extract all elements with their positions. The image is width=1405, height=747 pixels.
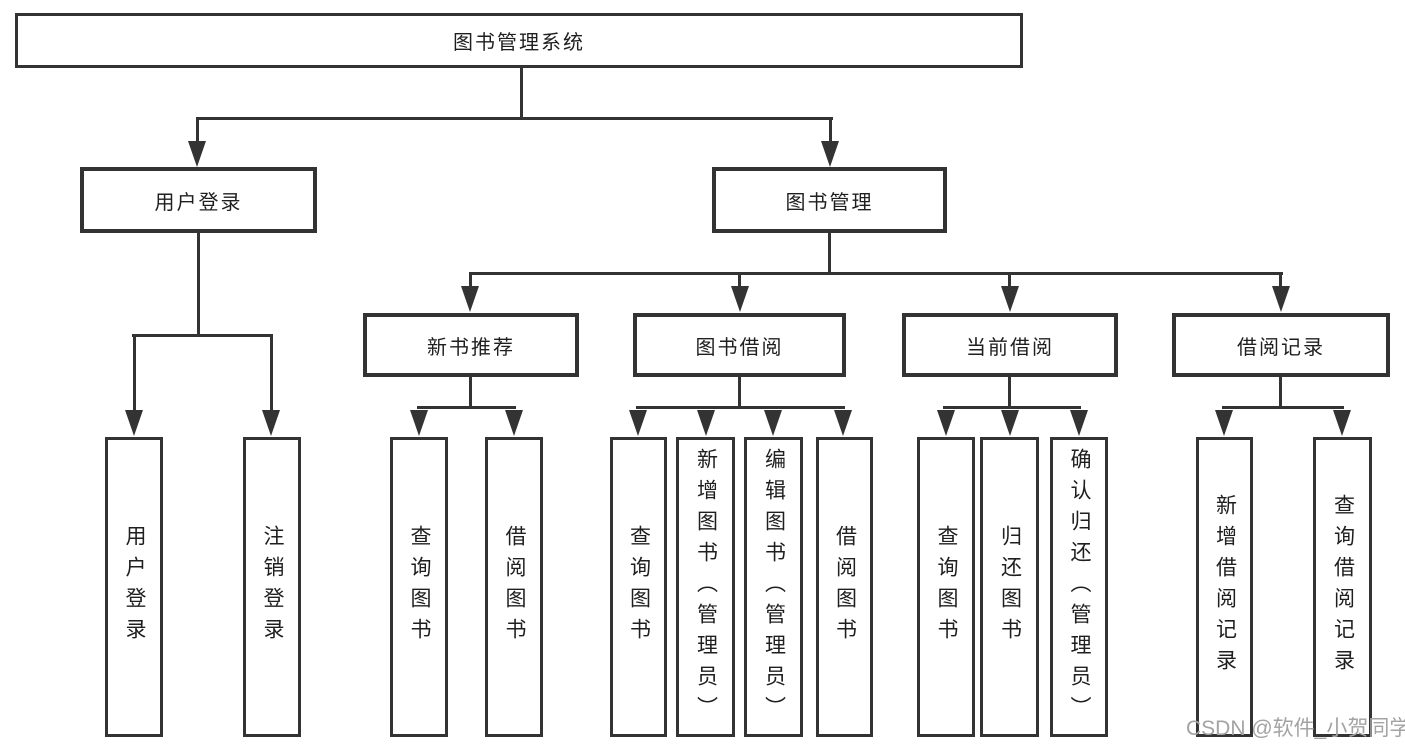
connector-line — [636, 406, 845, 409]
connector-line — [1008, 377, 1011, 408]
node-label: 借阅图书 — [833, 525, 857, 649]
node-leaf-borrow-books: 借阅图书 — [816, 437, 873, 737]
connector-line — [738, 377, 741, 408]
arrow-down-icon — [764, 410, 782, 436]
node-label: 编辑图书（管理员） — [762, 447, 786, 727]
connector-line — [520, 68, 523, 119]
connector-line — [270, 334, 273, 414]
arrow-down-icon — [1333, 410, 1351, 436]
node-label: 归还图书 — [998, 525, 1022, 649]
connector-line — [469, 272, 1283, 275]
connector-line — [417, 406, 516, 409]
node-user-login: 用户登录 — [80, 167, 317, 233]
node-label: 查询图书 — [408, 525, 431, 649]
connector-line — [943, 406, 1081, 409]
arrow-down-icon — [505, 410, 523, 436]
node-label: 确认归还（管理员） — [1068, 447, 1091, 727]
node-book-management: 图书管理 — [712, 167, 947, 233]
arrow-down-icon — [629, 410, 647, 436]
connector-line — [1008, 272, 1011, 290]
connector-line — [132, 334, 273, 337]
node-label: 新增借阅记录 — [1213, 494, 1237, 680]
node-label: 当前借阅 — [966, 336, 1054, 359]
node-leaf-add-borrow-record: 新增借阅记录 — [1196, 437, 1253, 737]
arrow-down-icon — [821, 141, 839, 167]
connector-line — [197, 233, 200, 336]
node-root: 图书管理系统 — [15, 13, 1023, 68]
node-leaf-return-books: 归还图书 — [980, 437, 1039, 737]
node-label: 用户登录 — [123, 525, 146, 649]
connector-line — [469, 377, 472, 408]
node-borrow-record: 借阅记录 — [1172, 313, 1390, 377]
arrow-down-icon — [937, 410, 955, 436]
node-label: 图书借阅 — [695, 336, 784, 359]
connector-line — [738, 272, 741, 290]
arrow-down-icon — [1001, 410, 1019, 436]
connector-line — [829, 117, 832, 145]
arrow-down-icon — [697, 410, 715, 436]
node-label: 查询借阅记录 — [1331, 494, 1355, 680]
node-label: 新书推荐 — [427, 336, 515, 359]
node-root-label: 图书管理系统 — [453, 32, 585, 54]
node-label: 新增图书（管理员） — [694, 447, 718, 727]
arrow-down-icon — [1001, 286, 1019, 312]
arrow-down-icon — [1272, 286, 1290, 312]
node-leaf-query-books-recommend: 查询图书 — [390, 437, 448, 737]
node-leaf-add-books-admin: 新增图书（管理员） — [676, 437, 735, 737]
arrow-down-icon — [834, 410, 852, 436]
arrow-down-icon — [262, 410, 280, 436]
node-book-borrow: 图书借阅 — [633, 313, 846, 377]
node-leaf-query-books-borrow: 查询图书 — [610, 437, 667, 737]
arrow-down-icon — [410, 410, 428, 436]
arrow-down-icon — [188, 141, 206, 167]
node-label: 图书管理 — [785, 191, 874, 214]
node-label: 注销登录 — [261, 525, 284, 649]
arrow-down-icon — [1070, 410, 1088, 436]
arrow-down-icon — [731, 286, 749, 312]
connector-line — [469, 272, 472, 290]
node-label: 查询图书 — [627, 525, 651, 649]
connector-line — [1279, 272, 1282, 290]
node-label: 借阅记录 — [1237, 336, 1325, 359]
node-leaf-query-borrow-record: 查询借阅记录 — [1313, 437, 1372, 737]
node-leaf-confirm-return-admin: 确认归还（管理员） — [1050, 437, 1108, 737]
node-label: 用户登录 — [154, 191, 243, 214]
connector-line — [828, 233, 831, 274]
node-leaf-logout: 注销登录 — [243, 437, 301, 737]
node-label: 查询图书 — [935, 525, 958, 649]
arrow-down-icon — [125, 410, 143, 436]
node-current-borrow: 当前借阅 — [902, 313, 1118, 377]
watermark: CSDN @软件_小贺同学 — [1186, 717, 1405, 740]
connector-line — [1279, 377, 1282, 408]
node-leaf-borrow-books-recommend: 借阅图书 — [485, 437, 543, 737]
connector-line — [133, 334, 136, 414]
connector-line — [196, 117, 833, 120]
node-leaf-user-login: 用户登录 — [105, 437, 163, 737]
node-new-book-recommend: 新书推荐 — [363, 313, 579, 377]
connector-line — [196, 117, 199, 145]
node-leaf-edit-books-admin: 编辑图书（管理员） — [744, 437, 803, 737]
arrow-down-icon — [461, 286, 479, 312]
node-label: 借阅图书 — [503, 525, 526, 649]
arrow-down-icon — [1215, 410, 1233, 436]
connector-line — [1222, 406, 1344, 409]
node-leaf-query-books-current: 查询图书 — [917, 437, 975, 737]
